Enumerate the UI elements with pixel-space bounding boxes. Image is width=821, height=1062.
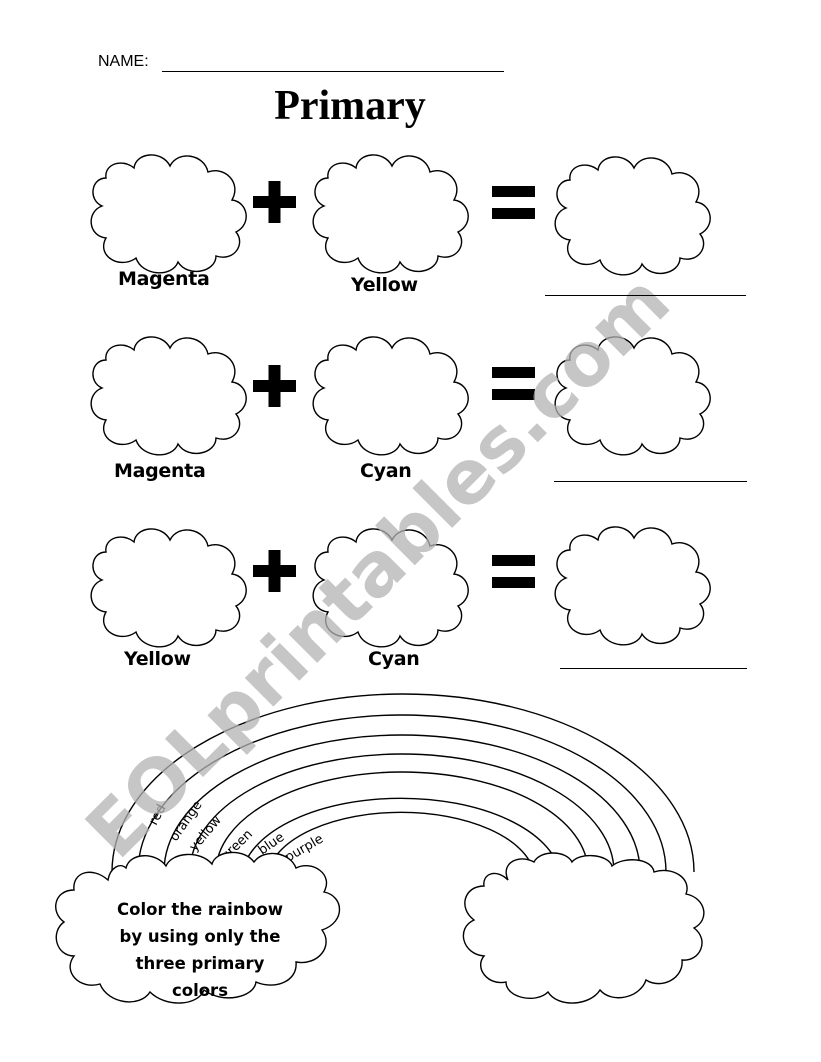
- cloud-magenta-1[interactable]: [90, 154, 247, 274]
- plus-icon: [253, 181, 296, 223]
- instruction-cloud: [55, 851, 340, 1004]
- rainbow-arc[interactable]: [241, 797, 561, 873]
- cloud-yellow-3[interactable]: [90, 528, 247, 648]
- rainbow-arc[interactable]: [163, 734, 641, 873]
- instruction-text: Color the rainbow by using only the thre…: [100, 896, 300, 1004]
- instruction-line: Color the rainbow: [117, 900, 283, 919]
- answer-line-1[interactable]: [545, 295, 746, 296]
- equals-icon: [492, 555, 535, 588]
- instruction-line: three primary: [135, 954, 265, 973]
- plus-icon: [253, 550, 296, 592]
- label-first-3: Yellow: [124, 648, 191, 670]
- instruction-line: by using only the: [119, 927, 281, 946]
- rainbow-arc[interactable]: [137, 714, 667, 873]
- cloud-magenta-2[interactable]: [90, 336, 247, 456]
- rainbow-arc[interactable]: [215, 771, 589, 873]
- rainbow: [111, 693, 695, 873]
- answer-line-3[interactable]: [560, 668, 747, 669]
- equals-icon: [492, 367, 535, 400]
- plus-icon: [253, 365, 296, 407]
- cloud-cyan-2[interactable]: [312, 336, 469, 456]
- name-label: NAME:: [98, 53, 149, 70]
- rainbow-arc[interactable]: [189, 753, 615, 873]
- label-second-3: Cyan: [368, 648, 420, 670]
- cloud-answer-3[interactable]: [554, 526, 711, 646]
- label-first-2: Magenta: [114, 460, 206, 482]
- label-second-1: Yellow: [351, 274, 418, 296]
- right-cloud: [462, 852, 705, 1004]
- label-second-2: Cyan: [360, 460, 412, 482]
- rainbow-arc[interactable]: [267, 811, 535, 873]
- equals-icon: [492, 186, 535, 219]
- cloud-yellow-1[interactable]: [312, 154, 469, 274]
- cloud-answer-1[interactable]: [554, 156, 711, 276]
- instruction-line: colors: [171, 981, 229, 1000]
- page-title: Primary: [274, 83, 426, 129]
- name-line[interactable]: [162, 71, 504, 72]
- label-first-1: Magenta: [118, 268, 210, 290]
- rainbow-arc[interactable]: [111, 693, 695, 873]
- answer-line-2[interactable]: [554, 481, 747, 482]
